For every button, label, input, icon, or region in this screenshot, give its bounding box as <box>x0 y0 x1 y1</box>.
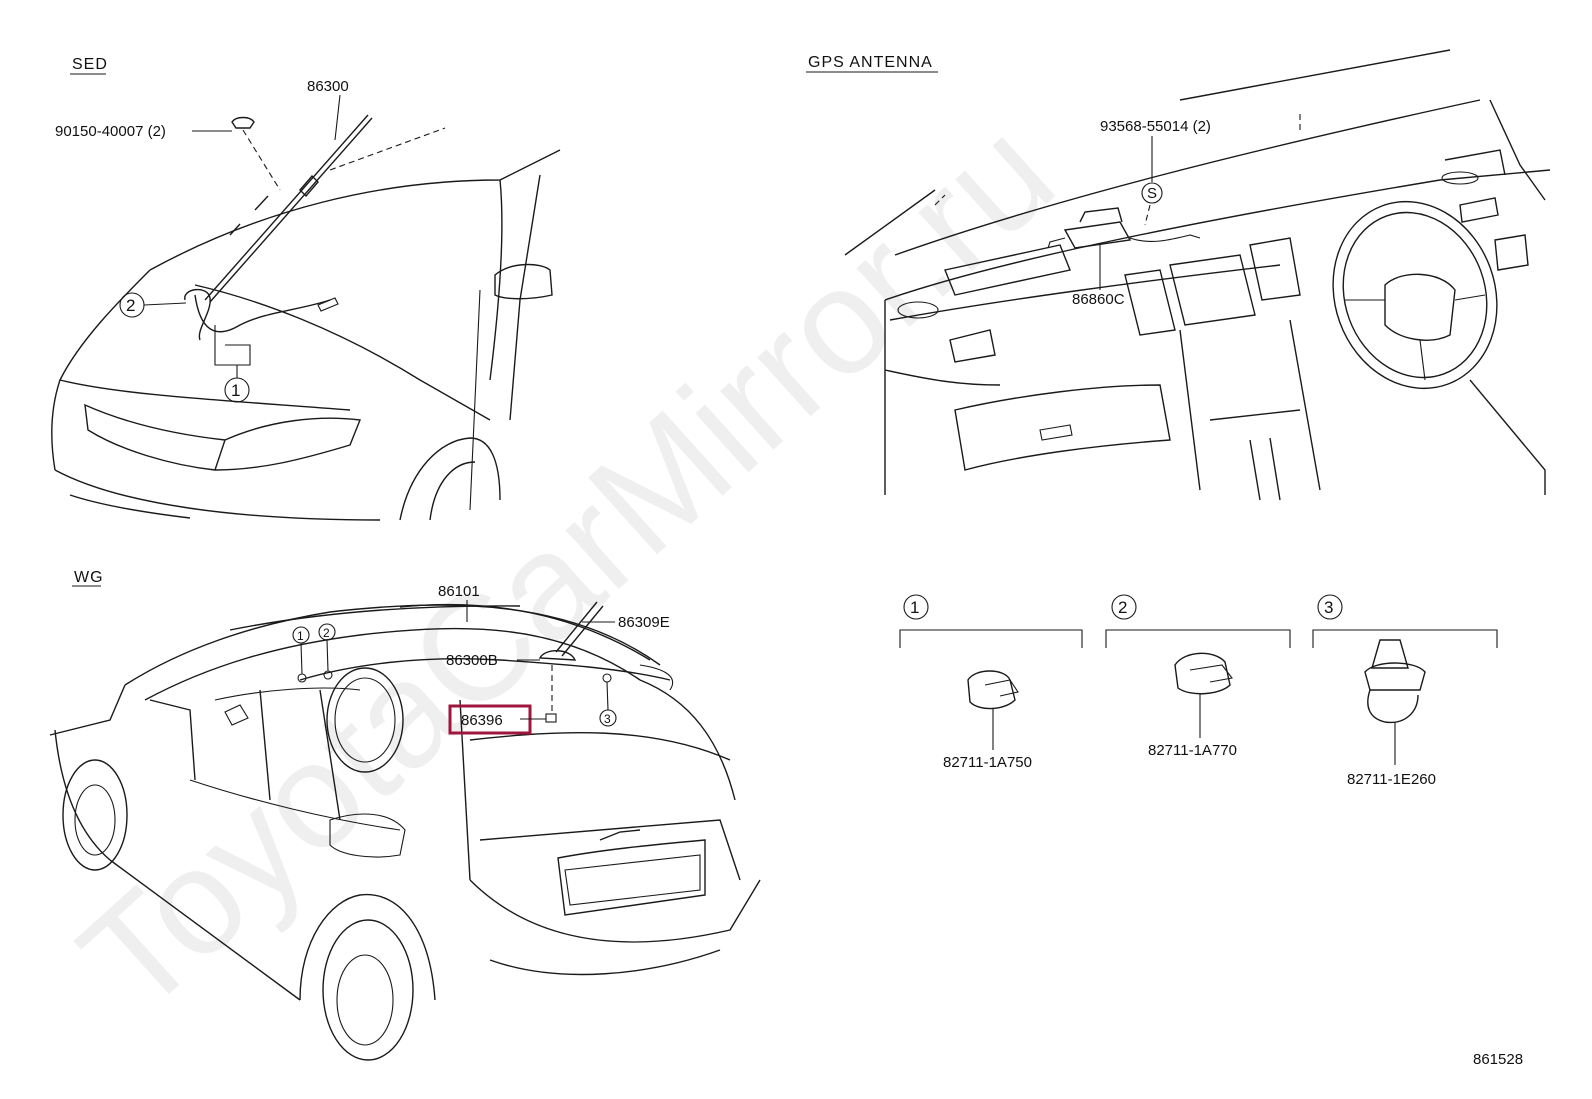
svg-text:3: 3 <box>1324 598 1333 617</box>
svg-text:1: 1 <box>297 629 304 643</box>
part-label-86396[interactable]: 86396 <box>461 712 503 729</box>
wg-section: WG <box>49 569 761 1061</box>
sedan-car-illustration <box>51 114 561 521</box>
dashboard-illustration <box>844 49 1551 501</box>
callout-3: 3 <box>599 681 617 727</box>
clip-detail-3: 3 82711-1E260 <box>1312 594 1498 788</box>
svg-text:2: 2 <box>126 296 135 315</box>
part-label-82711-1a770: 82711-1A770 <box>1148 742 1237 759</box>
clip-details-section: 1 82711-1A750 2 82711-1A770 3 <box>899 594 1498 788</box>
callout-s: S <box>1141 182 1163 204</box>
section-title-wg: WG <box>74 569 104 586</box>
callout-1: 1 <box>292 626 310 675</box>
clip-detail-1: 1 82711-1A750 <box>899 594 1083 771</box>
wagon-car-illustration <box>49 601 761 1061</box>
callout-2: 2 <box>318 623 336 672</box>
part-label-90150-40007: 90150-40007 (2) <box>55 123 166 140</box>
gps-section: GPS ANTENNA <box>806 49 1551 501</box>
svg-text:S: S <box>1147 185 1157 202</box>
sed-section: SED <box>51 56 561 521</box>
svg-text:2: 2 <box>323 626 330 640</box>
svg-text:3: 3 <box>604 712 611 726</box>
part-label-93568-55014: 93568-55014 (2) <box>1100 118 1211 135</box>
part-label-82711-1e260: 82711-1E260 <box>1347 771 1436 788</box>
part-label-86300: 86300 <box>307 78 349 95</box>
clip-82711-1a770-illustration <box>1174 652 1233 738</box>
clip-82711-1e260-illustration <box>1364 639 1426 765</box>
leader-line <box>334 94 341 141</box>
clip-82711-1a750-illustration <box>967 670 1019 750</box>
section-title-gps-antenna: GPS ANTENNA <box>808 54 933 71</box>
diagram-id: 861528 <box>1473 1051 1523 1068</box>
watermark-text: ToyotaCarMirror.ru <box>49 88 1084 1044</box>
callout-2: 2 <box>119 292 187 318</box>
svg-text:1: 1 <box>910 598 919 617</box>
section-title-sed: SED <box>72 56 108 73</box>
part-label-86101: 86101 <box>438 583 480 600</box>
part-label-86860c: 86860C <box>1072 291 1125 308</box>
callout-1: 1 <box>224 365 250 403</box>
part-label-86309e: 86309E <box>618 614 670 631</box>
clip-detail-2: 2 82711-1A770 <box>1105 594 1291 759</box>
svg-text:1: 1 <box>231 381 240 400</box>
svg-text:2: 2 <box>1118 598 1127 617</box>
part-label-82711-1a750: 82711-1A750 <box>943 754 1032 771</box>
part-label-86300b: 86300B <box>446 652 498 669</box>
